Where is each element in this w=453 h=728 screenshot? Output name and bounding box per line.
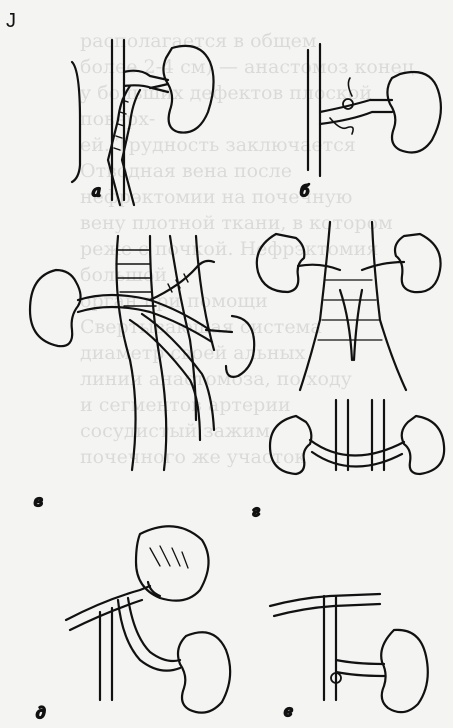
panel-e-drawing bbox=[270, 594, 428, 712]
panel-b-label: б bbox=[300, 182, 310, 200]
panel-d-drawing bbox=[66, 526, 230, 712]
panel-g-upper-drawing bbox=[257, 222, 441, 390]
panel-a-drawing bbox=[72, 40, 214, 205]
panel-b-drawing bbox=[308, 44, 441, 176]
panel-v-label: в bbox=[34, 492, 43, 510]
panel-a-label: а bbox=[92, 182, 101, 200]
panel-g-lower-drawing bbox=[270, 400, 444, 474]
panel-g-label: г bbox=[252, 502, 260, 520]
panel-d-label: д bbox=[36, 704, 46, 722]
panel-v-drawing bbox=[30, 236, 254, 470]
panel-e-label: е bbox=[284, 702, 293, 720]
